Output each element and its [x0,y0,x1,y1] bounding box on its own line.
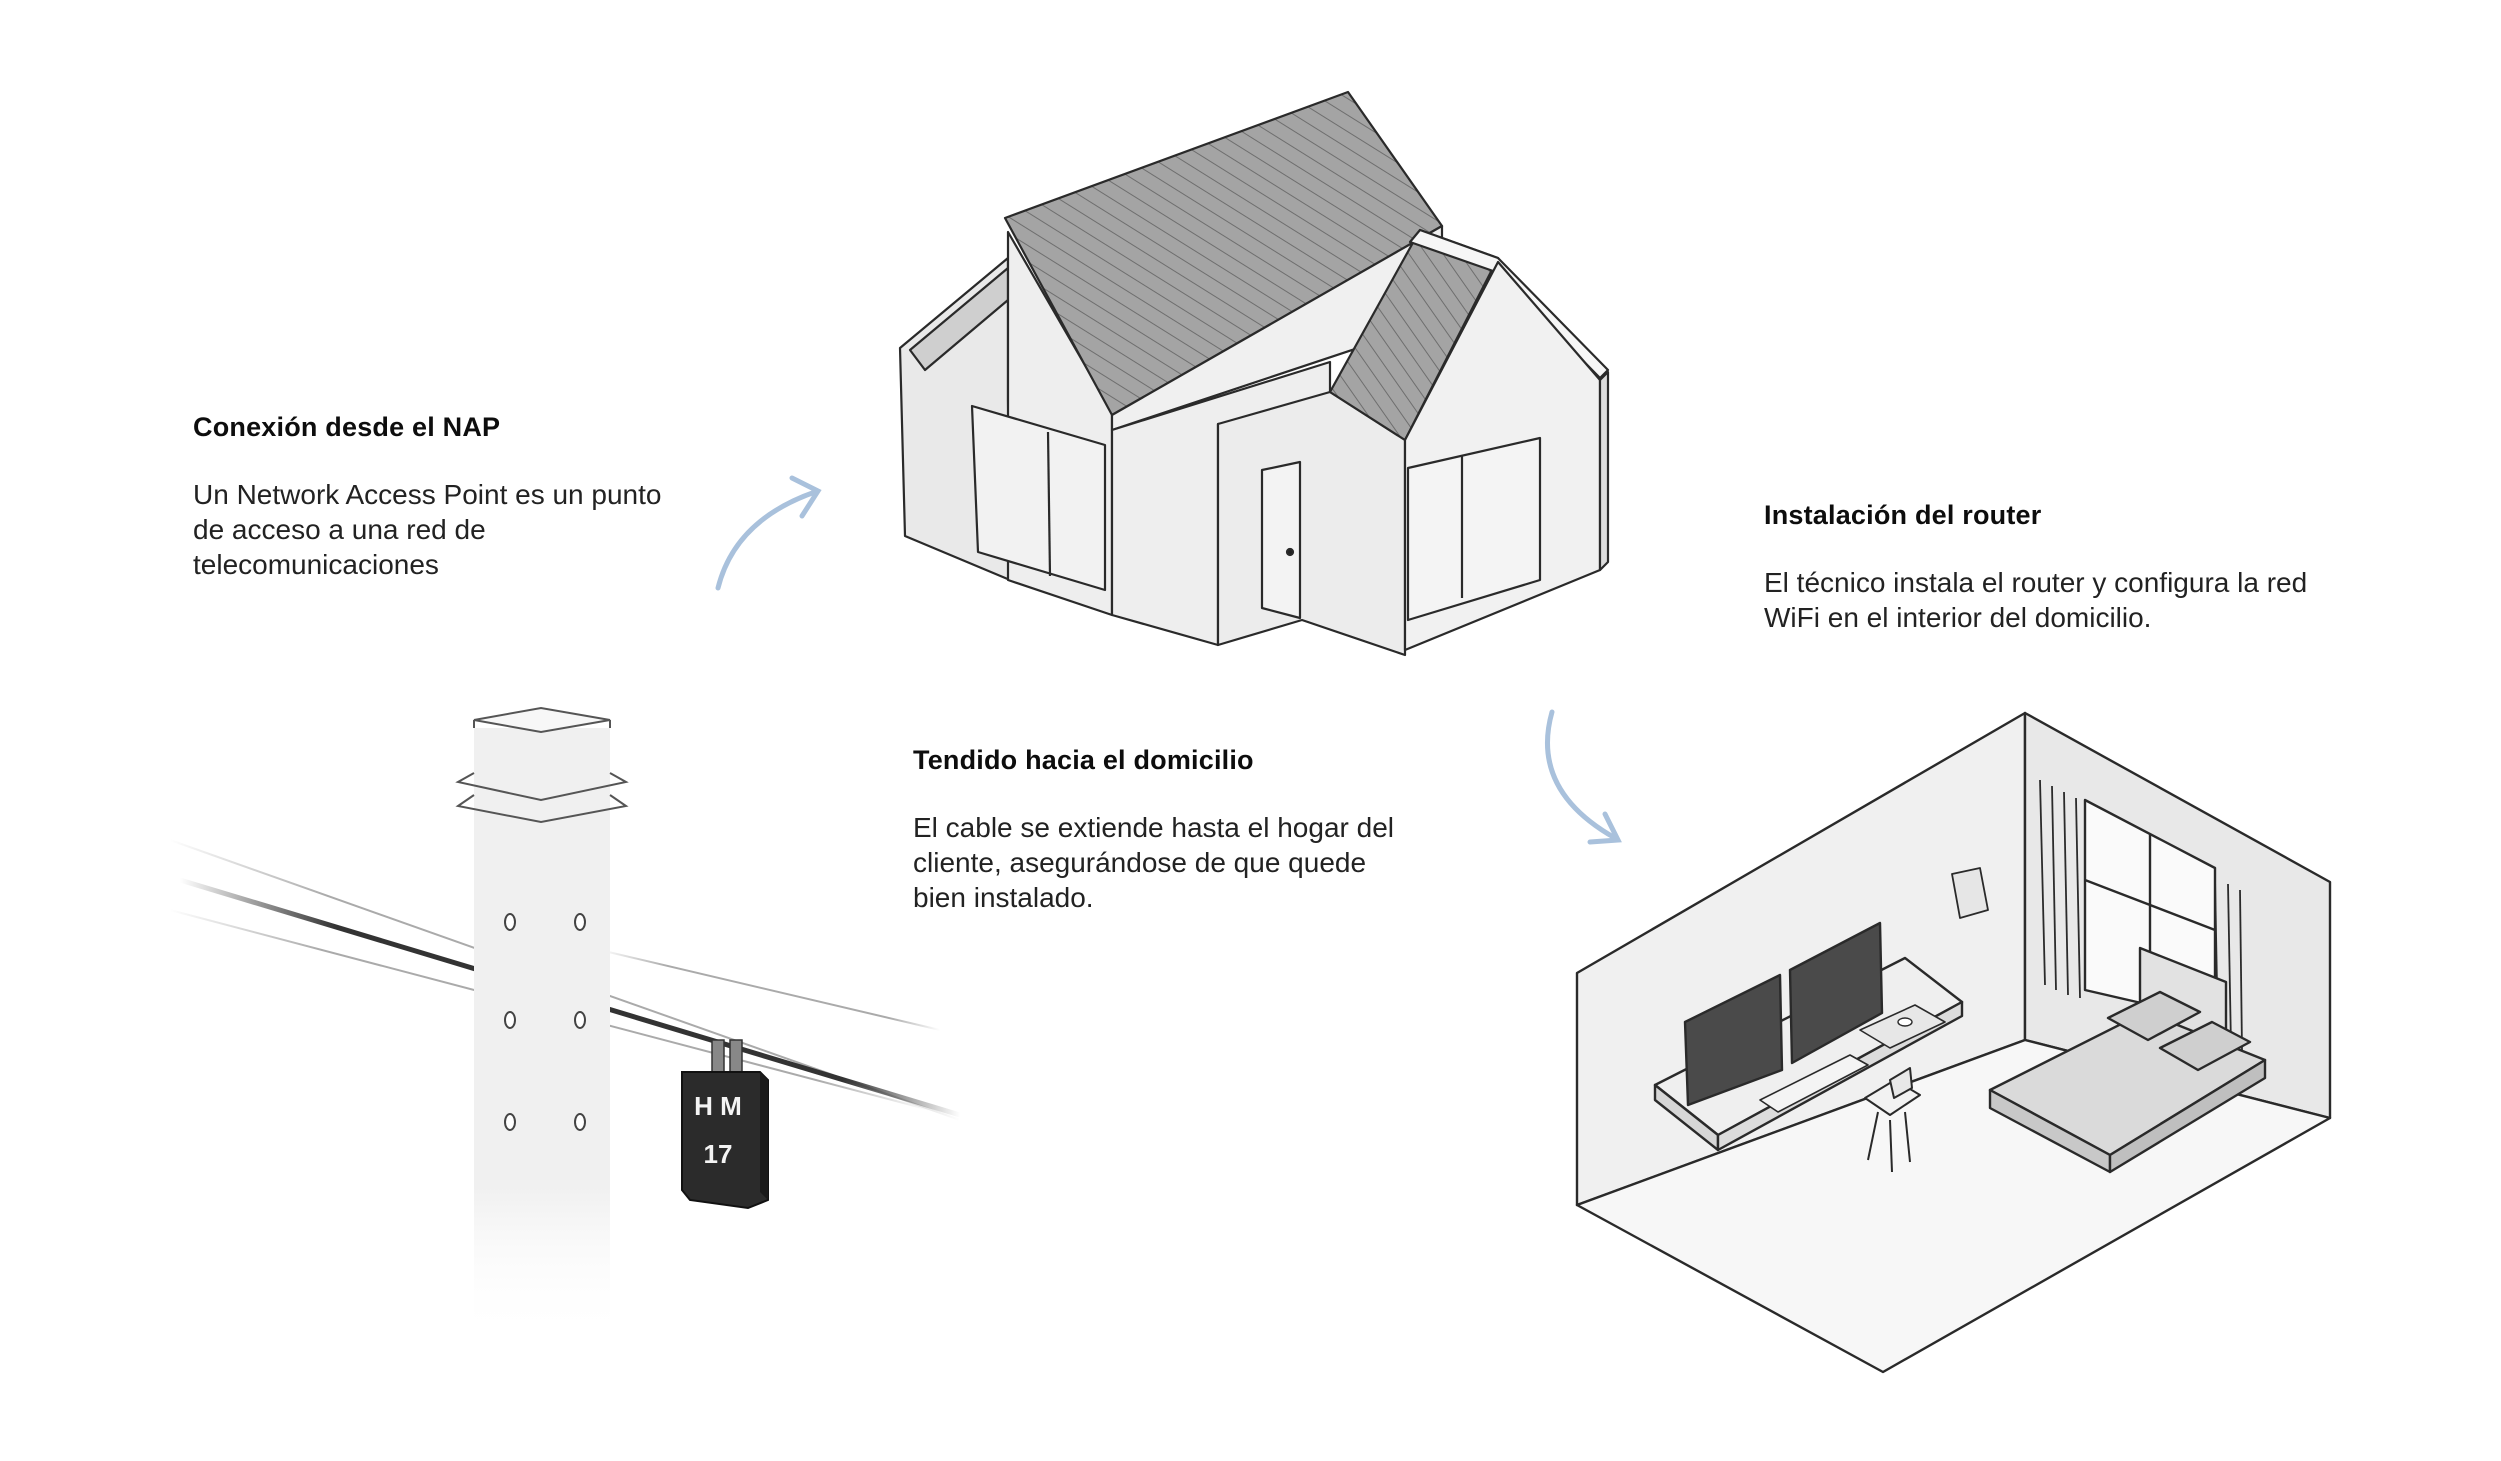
arrow-to-house [715,475,822,591]
step-router: Instalación del router El técnico instal… [1764,500,2324,635]
pole-band-1 [455,772,629,802]
step-router-title: Instalación del router [1764,500,2042,530]
pole-band-2 [455,794,629,824]
house-illustration [898,90,1610,657]
step-cable-title: Tendido hacia el domicilio [913,745,1254,775]
step-nap: Conexión desde el NAP Un Network Access … [193,412,663,582]
pole-bolts [504,913,586,1131]
monitor-left [1683,973,1784,1107]
nap-box-label-line1: H M [694,1091,742,1121]
nap-box: H M 17 [681,1039,769,1210]
room-illustration [1575,711,2332,1374]
utility-pole-illustration: H M 17 [169,706,961,1340]
step-nap-body: Un Network Access Point es un punto de a… [193,479,662,580]
step-cable: Tendido hacia el domicilio El cable se e… [913,745,1413,915]
monitor-right [1788,921,1884,1065]
chair [1864,1067,1921,1173]
desk [1653,921,1964,1152]
step-cable-body: El cable se extiende hasta el hogar del … [913,812,1394,913]
nap-box-label-line2: 17 [704,1139,733,1169]
arrow-to-room [1545,709,1622,845]
wire-light-right [599,949,941,1031]
step-router-body: El técnico instala el router y configura… [1764,567,2308,633]
keyboard [1759,1054,1869,1113]
bed [1988,946,2267,1174]
step-nap-title: Conexión desde el NAP [193,412,501,442]
